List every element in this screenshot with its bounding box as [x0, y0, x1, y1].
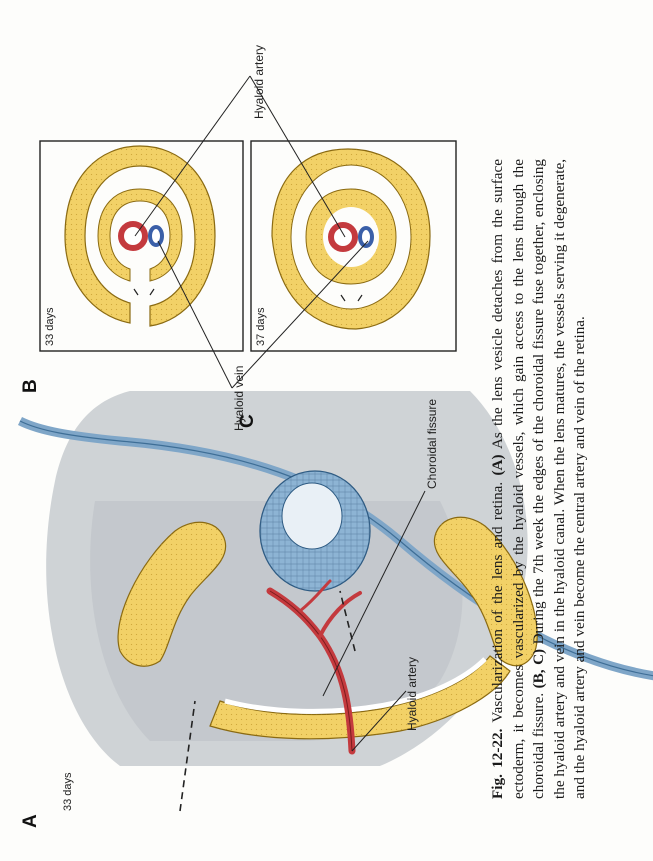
panel-b-days: 33 days — [44, 307, 56, 346]
panel-a-hyaloid-artery-label: Hyaloid artery — [405, 657, 419, 731]
caption-text-1: Vascularization of the lens and retina. — [489, 476, 506, 729]
panel-a-letter: A — [20, 814, 42, 828]
panel-c-days: 37 days — [255, 307, 267, 346]
caption-a-label: (A) — [489, 454, 506, 475]
caption-fig-label: Fig. 12-22. — [489, 729, 506, 799]
caption-bc-label: (B, C) — [530, 649, 547, 689]
figure-caption: Fig. 12-22. Vascularization of the lens … — [488, 159, 591, 799]
hyaloid-artery-label: Hyaloid artery — [252, 45, 266, 119]
hyaloid-vein-label: Hyaloid vein — [232, 366, 246, 431]
panel-b-letter: B — [20, 379, 42, 393]
choroidal-fissure-label: Choroidal fissure — [425, 399, 439, 489]
lens-vesicle — [260, 471, 370, 591]
panel-a-days: 33 days — [62, 772, 74, 811]
